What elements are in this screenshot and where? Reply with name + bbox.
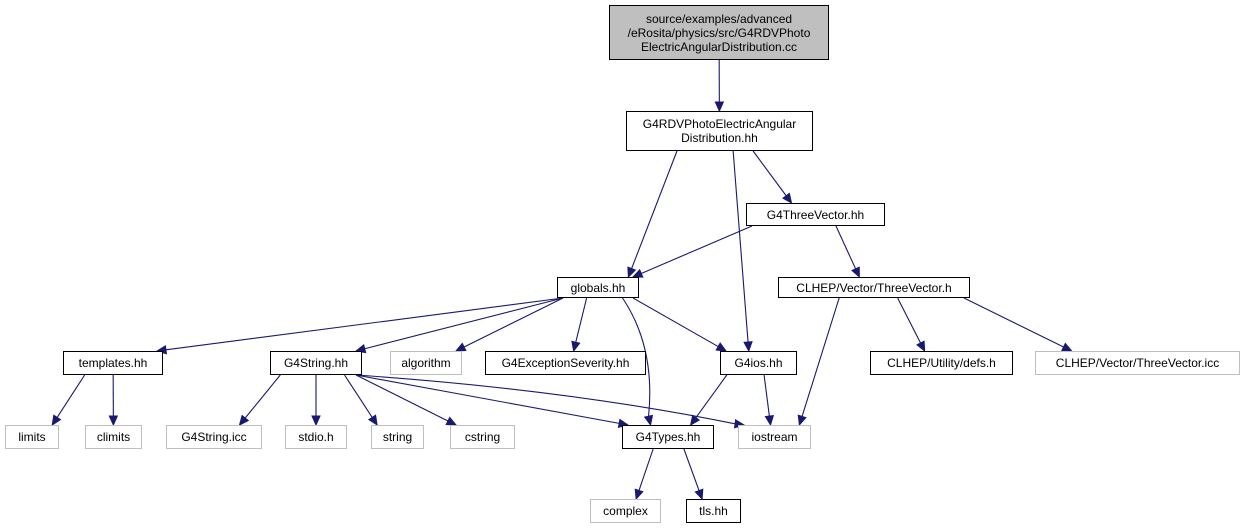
edge-g4rdvhh-to-g4ios	[732, 150, 749, 343]
node-stdio: stdio.h	[285, 425, 347, 449]
arrowhead-globals-to-g4exc	[571, 340, 581, 353]
node-clhep3v[interactable]: CLHEP/Vector/ThreeVector.h	[778, 277, 970, 298]
edge-globals-to-templates	[165, 297, 564, 351]
edge-clhep3v-to-iostream	[801, 297, 840, 417]
arrowhead-g4string-to-g4stringicc	[238, 414, 250, 426]
arrowhead-root-to-g4rdvhh	[714, 101, 725, 113]
edge-globals-to-algorithm	[463, 297, 564, 348]
arrowhead-g4rdvhh-to-threevec	[782, 192, 793, 204]
node-g4exc[interactable]: G4ExceptionSeverity.hh	[485, 351, 646, 375]
arrowhead-clhep3v-to-clhepicc	[1060, 342, 1073, 352]
node-root: source/examples/advanced /eRosita/physic…	[609, 5, 829, 60]
edge-threevec-to-clhep3v	[835, 225, 857, 270]
node-algorithm: algorithm	[390, 351, 462, 375]
arrowhead-threevec-to-clhep3v	[851, 266, 860, 279]
arrowhead-clhep3v-to-iostream	[797, 414, 807, 427]
edge-g4string-to-g4stringicc	[244, 374, 281, 419]
edge-g4string-to-g4types	[355, 374, 620, 424]
arrowhead-globals-to-g4ios	[715, 342, 728, 352]
node-g4rdvhh[interactable]: G4RDVPhotoElectricAngular Distribution.h…	[626, 111, 813, 151]
node-templates[interactable]: templates.hh	[63, 351, 163, 375]
edge-g4types-to-complex	[638, 448, 654, 491]
edge-g4rdvhh-to-threevec	[752, 150, 787, 197]
arrowhead-globals-to-algorithm	[454, 342, 467, 352]
node-g4ios[interactable]: G4ios.hh	[720, 351, 797, 375]
edge-g4string-to-cstring	[355, 374, 449, 422]
node-cstring: cstring	[450, 425, 515, 449]
node-threevec[interactable]: G4ThreeVector.hh	[746, 203, 885, 226]
edge-threevec-to-globals	[641, 225, 753, 274]
node-limits: limits	[5, 425, 59, 449]
arrowhead-g4string-to-stdio	[311, 415, 321, 427]
arrowhead-g4types-to-complex	[634, 488, 644, 501]
edge-globals-to-g4exc	[575, 297, 588, 343]
node-complex: complex	[590, 499, 661, 523]
arrowhead-templates-to-limits	[51, 414, 62, 427]
arrowhead-templates-to-climits	[108, 415, 119, 427]
node-g4string[interactable]: G4String.hh	[270, 351, 362, 375]
edge-globals-to-g4ios	[632, 297, 719, 348]
node-string: string	[371, 425, 424, 449]
node-g4types[interactable]: G4Types.hh	[622, 425, 714, 449]
arrowhead-g4string-to-cstring	[445, 416, 458, 426]
node-tls[interactable]: tls.hh	[686, 499, 741, 523]
edge-templates-to-limits	[56, 374, 86, 418]
edge-g4string-to-string	[344, 374, 373, 418]
edge-g4types-to-tls	[683, 448, 700, 491]
node-clhepdefs[interactable]: CLHEP/Utility/defs.h	[870, 351, 1013, 375]
arrowhead-g4rdvhh-to-g4ios	[743, 341, 753, 353]
edge-clhep3v-to-clhepicc	[963, 297, 1064, 348]
arrowhead-g4ios-to-iostream	[764, 414, 775, 427]
arrowhead-g4types-to-tls	[694, 488, 704, 501]
edge-g4ios-to-iostream	[763, 374, 770, 417]
edge-g4string-to-iostream	[355, 374, 736, 425]
edge-g4rdvhh-to-globals	[631, 150, 678, 269]
node-climits: climits	[85, 425, 142, 449]
arrowhead-clhep3v-to-clhepdefs	[916, 340, 926, 353]
arrowhead-g4string-to-string	[367, 414, 378, 427]
arrowhead-globals-to-g4types	[643, 414, 654, 427]
edge-clhep3v-to-clhepdefs	[897, 297, 922, 344]
edge-globals-to-g4string	[364, 297, 564, 350]
node-clhepicc: CLHEP/Vector/ThreeVector.icc	[1035, 351, 1240, 375]
node-globals[interactable]: globals.hh	[557, 277, 639, 298]
arrowhead-g4rdvhh-to-globals	[627, 266, 637, 279]
edge-g4ios-to-g4types	[695, 374, 728, 419]
arrowhead-g4ios-to-g4types	[689, 414, 701, 426]
node-iostream: iostream	[738, 425, 811, 449]
node-g4stringicc: G4String.icc	[166, 425, 262, 449]
